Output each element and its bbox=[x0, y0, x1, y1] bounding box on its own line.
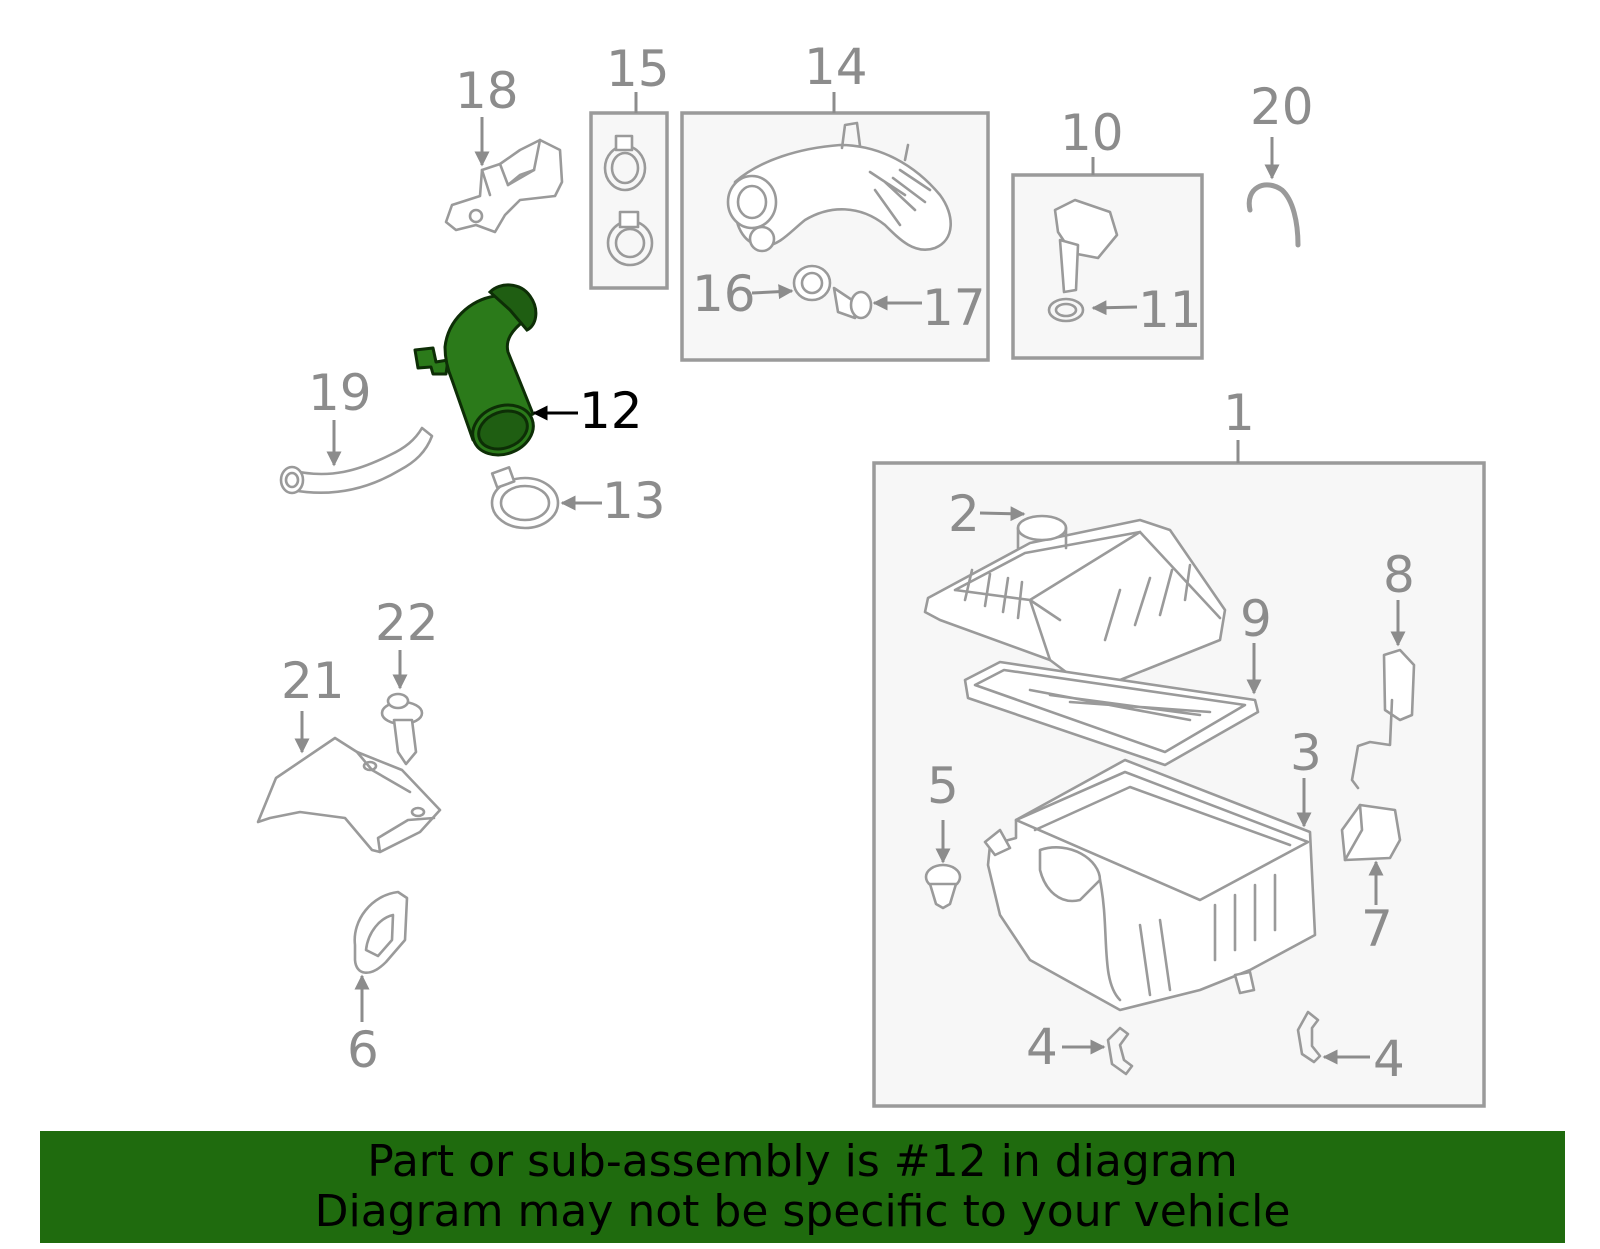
callout-11: 11 bbox=[1138, 281, 1202, 339]
part-14-tube[interactable] bbox=[726, 121, 952, 253]
part-12-intake-duct[interactable] bbox=[413, 283, 540, 463]
callout-7: 7 bbox=[1361, 900, 1393, 958]
callout-14: 14 bbox=[804, 38, 868, 96]
leader-11 bbox=[1091, 300, 1138, 316]
part-4-clip-right[interactable] bbox=[1296, 1010, 1322, 1064]
part-17-screw[interactable] bbox=[832, 286, 873, 320]
callout-4-left: 4 bbox=[1026, 1018, 1058, 1076]
callout-22: 22 bbox=[375, 594, 439, 652]
part-18-bracket[interactable] bbox=[444, 138, 564, 234]
notice-line-2: Diagram may not be specific to your vehi… bbox=[314, 1186, 1291, 1237]
part-4-clip-left[interactable] bbox=[1106, 1026, 1134, 1076]
callout-5: 5 bbox=[927, 757, 959, 815]
part-15-clamps[interactable] bbox=[603, 134, 654, 267]
part-13-clamp[interactable] bbox=[490, 466, 560, 530]
part-7-bracket[interactable] bbox=[1340, 803, 1402, 862]
callout-4-right: 4 bbox=[1373, 1030, 1405, 1088]
callout-16: 16 bbox=[692, 265, 756, 323]
part-11-o-ring[interactable] bbox=[1047, 297, 1085, 323]
part-19-hose[interactable] bbox=[279, 426, 434, 495]
part-5-grommet[interactable] bbox=[924, 863, 962, 910]
part-6-gasket[interactable] bbox=[353, 890, 409, 974]
notice-banner: Part or sub-assembly is #12 in diagram D… bbox=[40, 1131, 1565, 1243]
callout-18: 18 bbox=[455, 62, 519, 120]
part-20-clip[interactable] bbox=[1246, 182, 1301, 248]
callout-21: 21 bbox=[281, 652, 345, 710]
callout-3: 3 bbox=[1290, 724, 1322, 782]
callout-12: 12 bbox=[579, 382, 643, 440]
part-10-sensor[interactable] bbox=[1053, 198, 1119, 294]
group-box-10 bbox=[1011, 173, 1204, 360]
leader-16 bbox=[751, 284, 794, 300]
leader-2 bbox=[979, 506, 1026, 522]
part-8-bracket[interactable] bbox=[1350, 648, 1416, 790]
notice-line-1: Part or sub-assembly is #12 in diagram bbox=[367, 1136, 1238, 1187]
part-3-lower-housing[interactable] bbox=[983, 758, 1317, 1012]
callout-13: 13 bbox=[602, 472, 666, 530]
callout-17: 17 bbox=[922, 279, 986, 337]
callout-20: 20 bbox=[1250, 78, 1314, 136]
callout-9: 9 bbox=[1240, 590, 1272, 648]
callout-8: 8 bbox=[1383, 546, 1415, 604]
callout-19: 19 bbox=[308, 364, 372, 422]
callout-15: 15 bbox=[606, 40, 670, 98]
callout-1: 1 bbox=[1223, 384, 1255, 442]
callout-10: 10 bbox=[1060, 104, 1124, 162]
part-22-clip[interactable] bbox=[380, 692, 424, 766]
part-2-upper-housing[interactable] bbox=[923, 514, 1227, 692]
part-16-grommet[interactable] bbox=[792, 264, 832, 302]
callout-6: 6 bbox=[347, 1021, 379, 1079]
part-21-shield[interactable] bbox=[256, 736, 442, 854]
part-9-filter[interactable] bbox=[963, 660, 1260, 767]
callout-2: 2 bbox=[948, 485, 980, 543]
